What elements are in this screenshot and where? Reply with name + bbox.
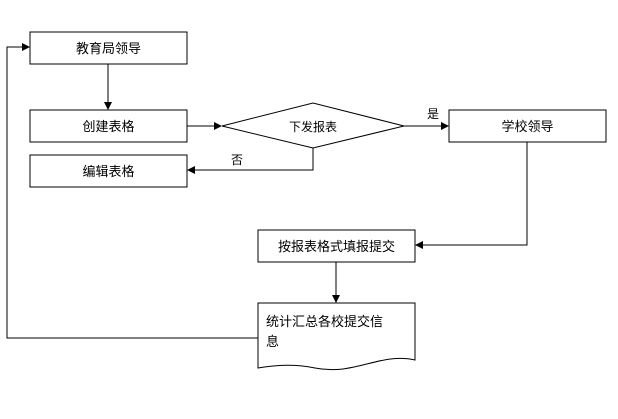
node-fill-submit: 按报表格式填报提交 <box>257 229 416 263</box>
edge-label-no: 否 <box>231 153 243 167</box>
node-edu-leader-label: 教育局领导 <box>76 41 141 57</box>
node-school-leader: 学校领导 <box>448 109 607 143</box>
node-issue-decision: 下发报表 <box>221 102 405 149</box>
node-edu-leader: 教育局领导 <box>29 31 188 65</box>
node-create-form: 创建表格 <box>29 109 188 143</box>
node-edit-form-label: 编辑表格 <box>82 164 134 180</box>
edge-school-to-fill <box>415 142 528 249</box>
edge-decision-to-edit <box>187 148 314 174</box>
node-summary-document: 统计汇总各校提交信 息 <box>257 302 416 371</box>
node-summary-label-line1: 统计汇总各校提交信 <box>266 314 383 330</box>
edge-label-yes: 是 <box>427 107 439 121</box>
node-edit-form: 编辑表格 <box>29 154 188 188</box>
node-create-form-label: 创建表格 <box>82 119 134 135</box>
node-school-leader-label: 学校领导 <box>501 119 553 135</box>
node-fill-submit-label: 按报表格式填报提交 <box>278 239 395 255</box>
node-issue-decision-label: 下发报表 <box>289 119 337 134</box>
edge-summary-back-to-edu <box>6 43 258 339</box>
node-summary-label-line2: 息 <box>266 334 279 350</box>
